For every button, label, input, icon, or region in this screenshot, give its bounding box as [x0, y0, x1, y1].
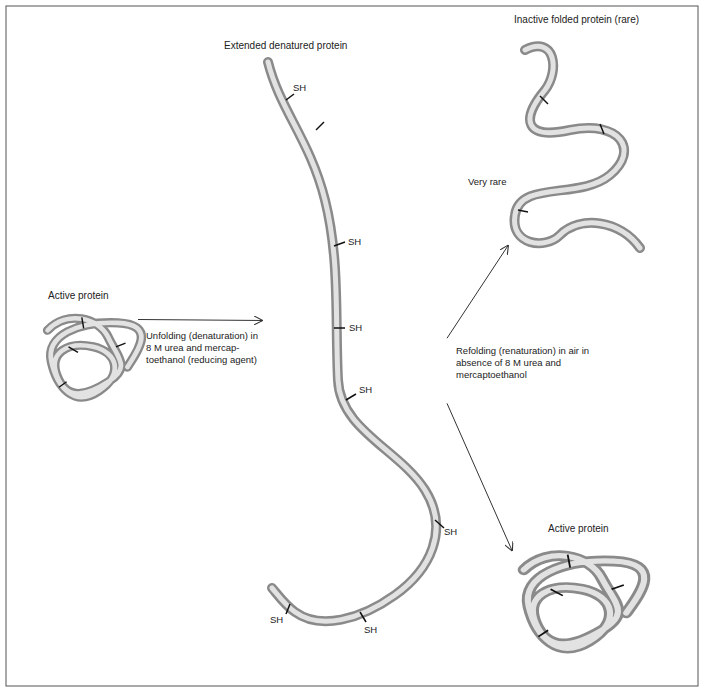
protein-figure: Inactive folded protein (rare) [508, 40, 643, 252]
protein-figure: Active protein [512, 545, 642, 653]
protein-figure: Active protein [38, 310, 138, 405]
reaction-arrow [447, 246, 508, 339]
figure-title: Inactive folded protein (rare) [514, 14, 639, 25]
group-label: SH [359, 384, 372, 396]
reaction-arrow [138, 319, 262, 321]
process-label: Refolding (renaturation) in air in absen… [456, 345, 616, 381]
protein-figure: Extended denatured protein [262, 60, 447, 652]
figure-title: Active protein [48, 290, 109, 301]
figure-title: Active protein [548, 523, 609, 534]
figure-title: Extended denatured protein [224, 40, 347, 51]
group-label: SH [364, 624, 377, 636]
group-label: SH [293, 82, 306, 94]
group-label: SH [348, 236, 361, 248]
group-label: SH [349, 322, 362, 334]
group-label: SH [444, 526, 457, 538]
arrow-label: Unfolding (denaturation) in 8 M urea and… [146, 330, 258, 366]
group-label: SH [270, 614, 283, 626]
note-label: Very rare [468, 176, 528, 188]
